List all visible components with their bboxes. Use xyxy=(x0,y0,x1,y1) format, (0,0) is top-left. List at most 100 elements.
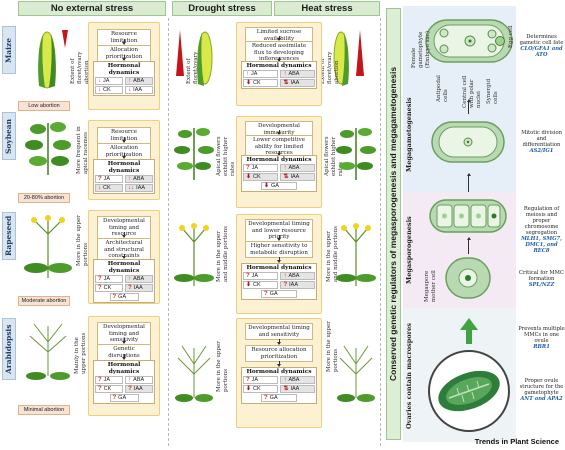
flow-arrow xyxy=(122,338,126,344)
header-drought: Drought stress xyxy=(172,1,272,16)
unknown-icon: ? xyxy=(98,276,102,282)
maize-heat-extent-note: Extent of floret/ovary abortion xyxy=(320,51,340,84)
hormone-aba: ↑ABA xyxy=(280,376,315,384)
unknown-icon: ? xyxy=(246,273,250,279)
hormone-iaa: ↓IAA xyxy=(125,86,153,94)
hormone-iaa: ⇅IAA xyxy=(280,385,315,393)
unknown-icon: ? xyxy=(98,377,102,383)
hormone-ck: ↓CK xyxy=(95,86,123,94)
hormone-ja: ↑JA xyxy=(243,70,278,78)
maize-drought-cob xyxy=(197,31,213,86)
hormone-ga: ?GA xyxy=(261,290,297,298)
row-label-rapeseed: Rapeseed xyxy=(2,212,16,260)
right-section-title: Conserved genetic regulators of megaspor… xyxy=(386,8,401,440)
decrease-arrow-icon: ↓↓ xyxy=(128,185,135,191)
hormone-aba: ↑ABA xyxy=(280,70,315,78)
label-egg-cell: Egg cell xyxy=(508,25,514,48)
panel-arabidopsis-stress: Developmental timing and sensitivity Res… xyxy=(236,318,322,428)
stage-label-ovaries: Ovaries contain macrospores xyxy=(405,323,413,429)
hormone-aba: ↑ABA xyxy=(280,164,315,172)
decrease-arrow-icon: ↓ xyxy=(98,78,101,84)
outcome-rapeseed: Moderate abortion xyxy=(18,296,70,306)
outcome-soybean: 20-80% abortion xyxy=(18,193,70,203)
ovary-illustration xyxy=(428,350,510,432)
note-meiosis-regulation: Regulation of meiosis and proper chromos… xyxy=(521,206,562,254)
arabidopsis-heat-plant xyxy=(337,345,375,402)
stage-label-megasporogenesis: Megasporogenesis xyxy=(405,216,413,284)
soybean-plant-illustration xyxy=(25,122,71,175)
hormone-box: Hormonal dynamics ?JA ↑ABA ?CK ?IAA ?GA xyxy=(93,259,155,303)
note-ovule-structure: Proper ovule structure for the gametophy… xyxy=(519,378,564,402)
flow-arrow xyxy=(277,57,281,62)
hormone-ck: ⬇CK xyxy=(243,385,278,393)
hormone-ck: ↓CK xyxy=(95,184,123,192)
hormone-ja: ?JA xyxy=(243,164,278,172)
soybean-heat-plant xyxy=(336,128,376,180)
maize-heat-abortion-cone xyxy=(356,30,364,76)
unknown-icon: ? xyxy=(98,285,102,291)
hormone-iaa: ↓↓IAA xyxy=(125,184,153,192)
flow-arrow-up xyxy=(468,174,469,192)
soybean-drought-plant xyxy=(174,128,214,180)
process-step: Higher sensitivity to metabolic disrupti… xyxy=(245,241,313,258)
hormone-ck: ?CK xyxy=(95,385,123,393)
decrease-arrow-icon: ↓ xyxy=(98,87,101,93)
hormone-box: Hormonal dynamics ↑JA ↑ABA ⬇CK ⇅IAA xyxy=(241,61,317,89)
flow-arrow xyxy=(122,354,126,360)
row-label-arabidopsis: Arabidopsis xyxy=(2,318,16,380)
hormone-box: Hormonal dynamics ?JA ↑ABA ?CK ?IAA ?GA xyxy=(93,360,155,404)
unknown-icon: ? xyxy=(98,386,102,392)
hormone-ja: ?JA xyxy=(243,272,278,280)
increase-arrow-icon: ↑ xyxy=(128,176,132,182)
panel-maize-stress: Limited sucrose availability Reduced ass… xyxy=(236,22,322,106)
flow-arrow xyxy=(277,151,281,156)
increase-arrow-icon: ↑ xyxy=(246,71,249,77)
flow-arrow xyxy=(122,137,126,143)
hormone-aba: ↑ABA xyxy=(125,175,153,183)
decrease-arrow-icon: ⬇ xyxy=(264,183,270,189)
arabidopsis-plant-illustration xyxy=(26,323,70,380)
increase-arrow-icon: ↑ xyxy=(283,71,287,77)
rapeseed-plant-illustration xyxy=(24,215,72,278)
maize-abortion-cone xyxy=(62,30,68,48)
panel-rapeseed-stress: Developmental timing and lower resource … xyxy=(236,214,322,314)
column-divider-1 xyxy=(168,18,169,446)
hormone-box: Hormonal dynamics ?JA ↑ABA ⬇CK ?IAA ?GA xyxy=(241,263,317,300)
panel-maize-no-stress: Resource limitation Allocation prioritiz… xyxy=(88,22,160,110)
process-step: Developmental timing and sensitivity xyxy=(245,323,313,340)
row-label-maize: Maize xyxy=(2,26,16,74)
increase-arrow-icon: ↑ xyxy=(128,377,132,383)
hormone-ga: ?GA xyxy=(109,293,139,301)
label-megaspore-mother-cell: Megaspore mother cell xyxy=(424,270,437,302)
flow-arrow xyxy=(122,55,126,61)
hormone-ja: ?JA xyxy=(243,376,278,384)
header-no-stress: No external stress xyxy=(18,1,166,16)
hormone-iaa: ?IAA xyxy=(125,385,153,393)
maize-drought-abortion-cone xyxy=(176,30,184,76)
outcome-arabidopsis: Minimal abortion xyxy=(18,405,70,415)
rapeseed-drought-plant xyxy=(174,223,214,286)
hormone-ja: ↓JA xyxy=(95,77,123,85)
hormone-box: Hormonal dynamics ↓JA ↑ABA ↓CK ↓IAA xyxy=(93,61,155,96)
flow-arrow xyxy=(122,254,126,259)
increase-arrow-icon: ↑ xyxy=(128,78,132,84)
outcome-maize: Low abortion xyxy=(18,101,70,111)
hormone-iaa: ⇅IAA xyxy=(280,79,315,87)
increase-decrease-arrows-icon: ⇅ xyxy=(283,80,289,86)
hormone-ck: ⬇CK xyxy=(243,281,278,289)
header-heat: Heat stress xyxy=(274,1,380,16)
unknown-icon: ? xyxy=(98,176,102,182)
label-female-gametophyte: Female gametophyte (Embryo sac) xyxy=(411,30,431,68)
stage-label-megagametogenesis: Megagametogenesis xyxy=(405,97,413,173)
increase-arrow-icon: ↑ xyxy=(283,273,287,279)
hormone-box: Hormonal dynamics ?JA ↑ABA ⬇CK ⇅IAA ⬇GA xyxy=(241,155,317,192)
unknown-icon: ? xyxy=(264,395,268,401)
flow-arrow xyxy=(277,257,281,263)
maize-heat-cob xyxy=(333,31,349,86)
unknown-icon: ? xyxy=(264,291,268,297)
column-divider-2 xyxy=(380,18,381,446)
decrease-arrow-icon: ⬇ xyxy=(246,386,252,392)
hormone-aba: ↑ABA xyxy=(125,77,153,85)
hormone-ga: ?GA xyxy=(109,394,139,402)
